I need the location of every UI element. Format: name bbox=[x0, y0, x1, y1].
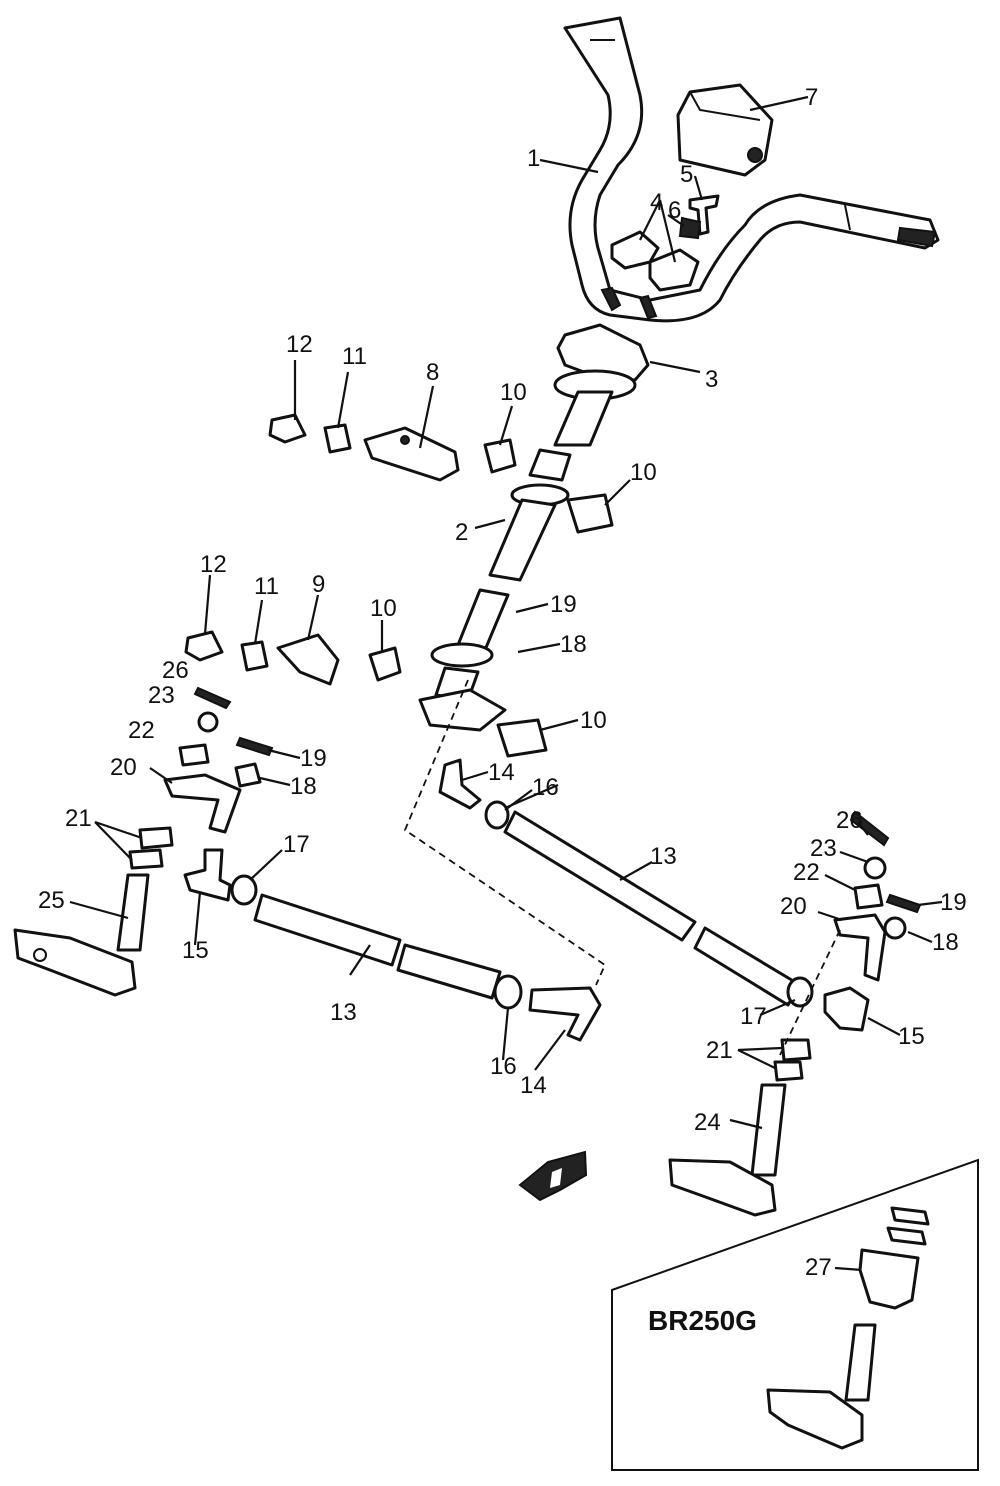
callout-2: 2 bbox=[455, 519, 468, 546]
br250g-inset: BR250G bbox=[611, 1158, 979, 1471]
callout-25: 25 bbox=[38, 887, 65, 914]
callout-16-lower: 16 bbox=[490, 1053, 517, 1080]
left-tie-rod bbox=[253, 893, 602, 1042]
column-clamps bbox=[368, 438, 614, 758]
left-hardware bbox=[178, 686, 274, 788]
handlebar-holders bbox=[610, 194, 720, 292]
callout-4: 4 bbox=[650, 189, 663, 216]
callout-3: 3 bbox=[705, 366, 718, 393]
handlebar-switch bbox=[676, 83, 774, 177]
callout-24: 24 bbox=[694, 1109, 721, 1136]
callout-14-lower: 14 bbox=[520, 1072, 547, 1099]
callout-22-left: 22 bbox=[128, 717, 155, 744]
callout-12-lower: 12 bbox=[200, 551, 227, 578]
left-tie-rod-end bbox=[183, 848, 258, 906]
callout-10-a: 10 bbox=[500, 379, 527, 406]
callout-10-c: 10 bbox=[370, 595, 397, 622]
callout-17-right: 17 bbox=[740, 1003, 767, 1030]
callout-10-b: 10 bbox=[630, 459, 657, 486]
callout-16-upper: 16 bbox=[532, 774, 559, 801]
callout-12-upper: 12 bbox=[286, 331, 313, 358]
callout-22-right: 22 bbox=[793, 859, 820, 886]
lower-arm-parts bbox=[184, 630, 340, 686]
callouts: 1 7 5 4 6 3 12 11 8 10 10 2 12 11 9 10 1… bbox=[38, 84, 967, 1281]
upper-bracket bbox=[553, 323, 650, 447]
callout-18-c: 18 bbox=[932, 929, 959, 956]
callout-19-c: 19 bbox=[940, 889, 967, 916]
handlebar bbox=[563, 16, 940, 323]
right-hardware bbox=[773, 810, 922, 1082]
callout-19-b: 19 bbox=[300, 745, 327, 772]
callout-20-right: 20 bbox=[780, 893, 807, 920]
right-knuckle bbox=[668, 1083, 787, 1217]
callout-14-upper: 14 bbox=[488, 759, 515, 786]
callout-27: 27 bbox=[805, 1254, 832, 1281]
callout-11-lower: 11 bbox=[254, 573, 279, 600]
right-tie-rod bbox=[503, 810, 814, 1008]
callout-17-left: 17 bbox=[283, 831, 310, 858]
callout-23-left: 23 bbox=[148, 682, 175, 709]
callout-26-left: 26 bbox=[162, 657, 189, 684]
callout-20-left: 20 bbox=[110, 754, 137, 781]
callout-8: 8 bbox=[426, 359, 439, 386]
callout-18-a: 18 bbox=[560, 631, 587, 658]
callout-21-right: 21 bbox=[706, 1037, 733, 1064]
callout-5: 5 bbox=[680, 161, 693, 188]
callout-9: 9 bbox=[312, 571, 325, 598]
callout-21-left: 21 bbox=[65, 805, 92, 832]
callout-11-upper: 11 bbox=[342, 343, 367, 370]
left-pitman-arm bbox=[128, 773, 242, 870]
front-arrow-marker bbox=[518, 1150, 588, 1202]
right-tie-rod-end-upper bbox=[438, 758, 510, 830]
callout-6: 6 bbox=[668, 197, 681, 224]
callout-10-d: 10 bbox=[580, 707, 607, 734]
leader-lines bbox=[69, 95, 943, 1272]
inset-title: BR250G bbox=[648, 1305, 757, 1336]
callout-19-a: 19 bbox=[550, 591, 577, 618]
callout-23-right: 23 bbox=[810, 835, 837, 862]
steering-column bbox=[418, 448, 572, 732]
left-knuckle bbox=[13, 873, 150, 997]
callout-13-right: 13 bbox=[650, 843, 677, 870]
callout-26-right: 26 bbox=[836, 807, 863, 834]
callout-13-left: 13 bbox=[330, 999, 357, 1026]
callout-15-left: 15 bbox=[182, 937, 209, 964]
callout-1: 1 bbox=[527, 145, 540, 172]
callout-7: 7 bbox=[805, 84, 818, 111]
upper-arm-parts bbox=[268, 413, 460, 482]
callout-18-b: 18 bbox=[290, 773, 317, 800]
callout-15-right: 15 bbox=[898, 1023, 925, 1050]
